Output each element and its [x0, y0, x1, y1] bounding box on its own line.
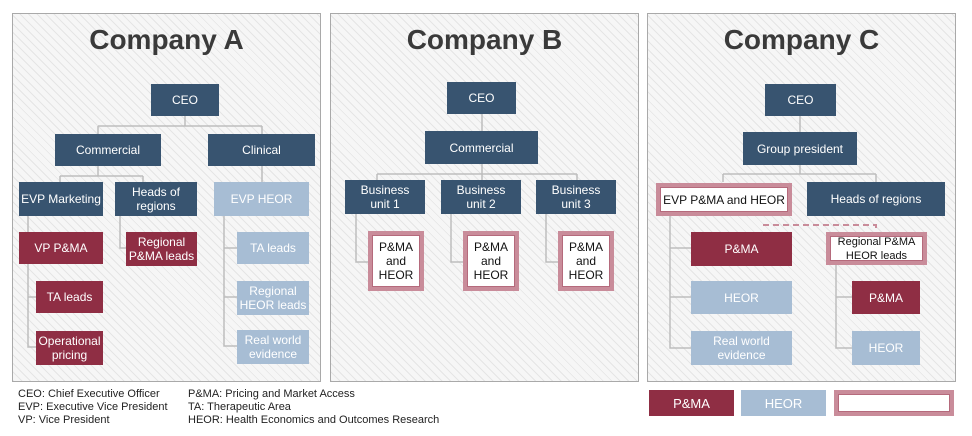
company-b-business-unit-3-box: Business unit 3	[536, 180, 616, 214]
company-c-real-world-evidence-box: Real world evidence	[691, 331, 792, 365]
legend-pma-and-heor: P&MA and HEOR	[834, 390, 954, 416]
company-c-regional-heor-box: HEOR	[852, 331, 920, 365]
company-b-business-unit-2-box: Business unit 2	[441, 180, 521, 214]
company-c-heads-of-regions-box: Heads of regions	[807, 182, 945, 216]
company-b-pma-heor-team-1-box: P&MA and HEOR	[368, 231, 424, 291]
company-c-pma-box: P&MA	[691, 232, 792, 266]
company-c-ceo-box: CEO	[765, 84, 836, 116]
company-b-pma-heor-team-2-box: P&MA and HEOR	[463, 231, 519, 291]
legend-pma: P&MA	[649, 390, 734, 416]
company-a-operational-pricing-box: Operational pricing	[36, 331, 103, 365]
company-c-title: Company C	[723, 24, 880, 55]
company-a-ta-leads-clinical-box: TA leads	[237, 232, 309, 264]
company-a-clinical-box: Clinical	[208, 134, 315, 166]
company-b-commercial-box: Commercial	[425, 131, 538, 164]
company-a-ceo-box: CEO	[151, 84, 219, 116]
company-c-group-president-box: Group president	[743, 132, 857, 165]
company-b-pma-heor-team-3-box: P&MA and HEOR	[558, 231, 614, 291]
company-a-regional-heor-leads-box: Regional HEOR leads	[237, 281, 309, 315]
abbreviations-column-2: P&MA: Pricing and Market Access TA: Ther…	[188, 388, 440, 426]
legend-heor: HEOR	[741, 390, 826, 416]
company-a-real-world-evidence-box: Real world evidence	[237, 330, 309, 364]
company-b-business-unit-1-box: Business unit 1	[345, 180, 425, 214]
company-c-heor-box: HEOR	[691, 281, 792, 314]
company-a-evp-marketing-box: EVP Marketing	[19, 182, 103, 216]
company-a-heads-of-regions-box: Heads of regions	[115, 182, 197, 216]
company-a-title: Company A	[89, 24, 244, 55]
company-c-regional-pma-heor-leads-box: Regional P&MA HEOR leads	[826, 232, 927, 265]
company-b-title: Company B	[406, 24, 563, 55]
company-b-ceo-box: CEO	[447, 82, 516, 114]
company-a-commercial-box: Commercial	[55, 134, 161, 166]
company-a-regional-pma-leads-box: Regional P&MA leads	[126, 232, 197, 266]
abbreviations-column-1: CEO: Chief Executive Officer EVP: Execut…	[18, 388, 168, 426]
company-a-evp-heor-box: EVP HEOR	[214, 182, 309, 216]
company-c-regional-pma-box: P&MA	[852, 281, 920, 314]
company-a-vp-pma-box: VP P&MA	[19, 232, 103, 264]
company-c-evp-pma-heor-box: EVP P&MA and HEOR	[656, 183, 792, 216]
company-a-ta-leads-marketing-box: TA leads	[36, 281, 103, 313]
